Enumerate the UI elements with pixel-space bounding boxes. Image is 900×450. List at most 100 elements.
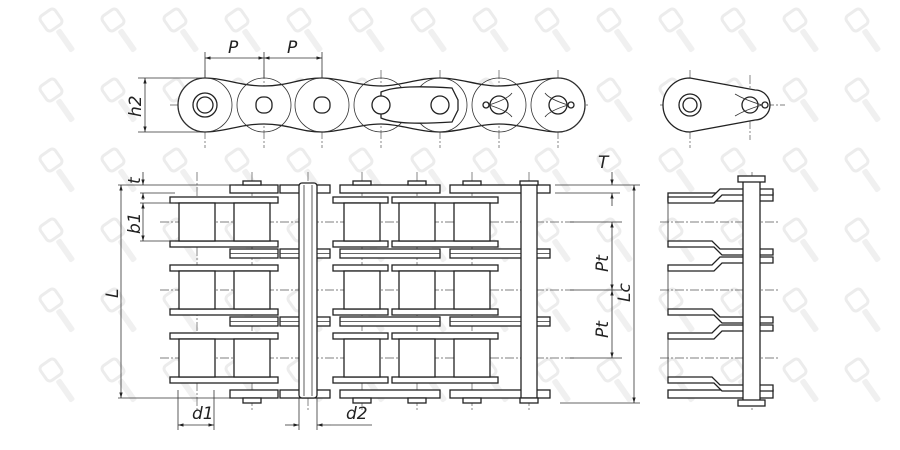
watermark-logo-bar bbox=[862, 98, 881, 123]
watermark-logo bbox=[38, 7, 75, 53]
watermark-logo-bar bbox=[552, 378, 571, 403]
watermark-logo-bar bbox=[614, 378, 633, 403]
link-plate-end bbox=[471, 77, 527, 133]
watermark-logo-mark bbox=[38, 287, 64, 313]
watermark-logo-mark bbox=[100, 77, 126, 103]
watermark-logo-mark bbox=[472, 147, 498, 173]
watermark-logo bbox=[100, 147, 137, 193]
watermark-logo-bar bbox=[800, 98, 819, 123]
bushing bbox=[682, 97, 698, 113]
pin-diameter-label: d2 bbox=[346, 404, 368, 424]
watermark-logo-mark bbox=[534, 357, 560, 383]
connecting-pin-length-label: Lc bbox=[615, 283, 635, 302]
watermark-logo bbox=[596, 7, 633, 53]
watermark-logo bbox=[596, 147, 633, 193]
watermark-logo bbox=[348, 7, 385, 53]
watermark-logo-bar bbox=[118, 28, 137, 53]
watermark-logo bbox=[534, 217, 571, 263]
cotter-pin-head bbox=[737, 399, 766, 407]
bushing bbox=[196, 96, 214, 114]
watermark-logo bbox=[596, 217, 633, 263]
cotter-pin-eye bbox=[761, 101, 769, 109]
watermark-logo bbox=[844, 77, 881, 123]
watermark-logo-bar bbox=[862, 238, 881, 263]
pitch-label: P bbox=[228, 38, 239, 58]
watermark-logo-mark bbox=[348, 147, 374, 173]
inner-link-plate bbox=[332, 332, 389, 340]
roller-diameter-label: d1 bbox=[192, 404, 214, 424]
watermark-logo-bar bbox=[614, 308, 633, 333]
watermark-logo bbox=[162, 147, 199, 193]
watermark-logo-mark bbox=[38, 77, 64, 103]
watermark-logo bbox=[782, 357, 819, 403]
cotter-pin-head bbox=[242, 397, 262, 404]
watermark-logo bbox=[224, 7, 261, 53]
pin-head bbox=[313, 96, 331, 114]
watermark-logo-bar bbox=[180, 168, 199, 193]
chain-side-view bbox=[170, 70, 590, 148]
roller bbox=[398, 202, 436, 242]
watermark-logo-bar bbox=[614, 28, 633, 53]
inner-link-plate bbox=[169, 240, 279, 248]
roller bbox=[453, 270, 491, 310]
watermark-logo-mark bbox=[534, 217, 560, 243]
watermark-logo-mark bbox=[844, 287, 870, 313]
watermark-logo bbox=[782, 217, 819, 263]
roller bbox=[398, 338, 436, 378]
watermark-logo-mark bbox=[348, 7, 374, 33]
inner-width-label: b1 bbox=[125, 212, 145, 234]
watermark-logo-mark bbox=[596, 357, 622, 383]
roller bbox=[343, 270, 381, 310]
watermark-logo bbox=[844, 357, 881, 403]
outer-link-plate bbox=[229, 184, 279, 194]
watermark-logo-bar bbox=[800, 168, 819, 193]
watermark-logo-bar bbox=[366, 28, 385, 53]
watermark-logo-bar bbox=[118, 378, 137, 403]
inner-link-plate bbox=[332, 308, 389, 316]
outer-link-plate bbox=[449, 389, 551, 399]
watermark-logo-mark bbox=[534, 147, 560, 173]
watermark-logo-bar bbox=[304, 28, 323, 53]
cotter-pin bbox=[734, 93, 763, 117]
inner-link-plate bbox=[169, 332, 279, 340]
watermark-logo-mark bbox=[534, 7, 560, 33]
watermark-logo bbox=[844, 217, 881, 263]
watermark-logo bbox=[534, 7, 571, 53]
watermark-logo-bar bbox=[180, 28, 199, 53]
pin-head bbox=[430, 95, 450, 115]
watermark-logo-bar bbox=[56, 28, 75, 53]
cotter-pin bbox=[544, 92, 569, 118]
inner-link-plate bbox=[332, 264, 389, 272]
watermark-logo-mark bbox=[596, 217, 622, 243]
watermark-logo bbox=[596, 287, 633, 333]
watermark-logo-bar bbox=[552, 168, 571, 193]
watermark-logo-bar bbox=[180, 378, 199, 403]
watermark-logo bbox=[410, 147, 447, 193]
watermark-logo bbox=[38, 357, 75, 403]
watermark-logo-bar bbox=[428, 28, 447, 53]
watermark-logo-bar bbox=[56, 238, 75, 263]
watermark-logo bbox=[100, 7, 137, 53]
watermark-logo-bar bbox=[118, 238, 137, 263]
watermark-logo bbox=[844, 147, 881, 193]
pitch-label: P bbox=[287, 38, 298, 58]
watermark-logo bbox=[658, 7, 695, 53]
watermark-logo-bar bbox=[862, 28, 881, 53]
watermark-logo-mark bbox=[596, 7, 622, 33]
watermark-logo-bar bbox=[552, 28, 571, 53]
cotter-pin-eye bbox=[567, 101, 575, 109]
watermark-logo-mark bbox=[844, 7, 870, 33]
inner-link-plate bbox=[169, 264, 279, 272]
plate-thickness-label: t bbox=[125, 176, 145, 184]
watermark-logo bbox=[782, 7, 819, 53]
watermark-logo-bar bbox=[614, 98, 633, 123]
connecting-link-side-view bbox=[660, 70, 785, 148]
roller bbox=[178, 338, 216, 378]
cotter-pin bbox=[488, 92, 513, 118]
watermark-logo-mark bbox=[286, 147, 312, 173]
watermark-logo bbox=[534, 147, 571, 193]
inner-link-plate bbox=[391, 240, 499, 248]
watermark-logo-mark bbox=[782, 357, 808, 383]
watermark-logo bbox=[844, 7, 881, 53]
